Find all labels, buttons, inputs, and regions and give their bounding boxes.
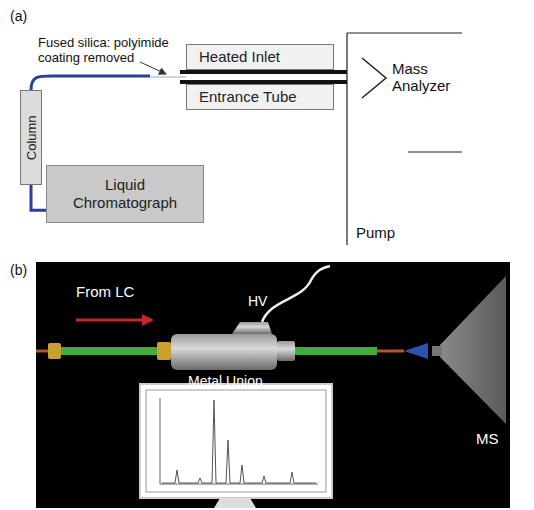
node-text: Heated Inlet <box>199 48 280 66</box>
tubing-connector <box>31 185 46 210</box>
part-name: Metal Union <box>188 373 263 389</box>
part-name: Mass Analyzer <box>392 60 467 95</box>
callout-text: Fused silica: polyimide coating removed <box>38 36 188 66</box>
column-box: Column <box>20 90 42 185</box>
node-text: Liquid Chromatograph <box>65 176 185 212</box>
part-name: Pump <box>356 224 395 241</box>
flow-label: From LC <box>76 283 134 300</box>
panel-letter: (b) <box>10 262 27 278</box>
part-name: MS <box>476 430 499 447</box>
panel-b-drawing <box>36 262 510 508</box>
instrument-box: Liquid Chromatograph <box>46 165 204 223</box>
panel-letter: (a) <box>10 8 27 24</box>
tubing-line <box>31 185 46 210</box>
node-text: Column <box>23 115 39 160</box>
heater-box: Heated Inlet <box>186 44 334 70</box>
part-name: HV <box>248 293 267 309</box>
tube-box: Entrance Tube <box>186 84 334 110</box>
node-text: Entrance Tube <box>199 88 297 106</box>
